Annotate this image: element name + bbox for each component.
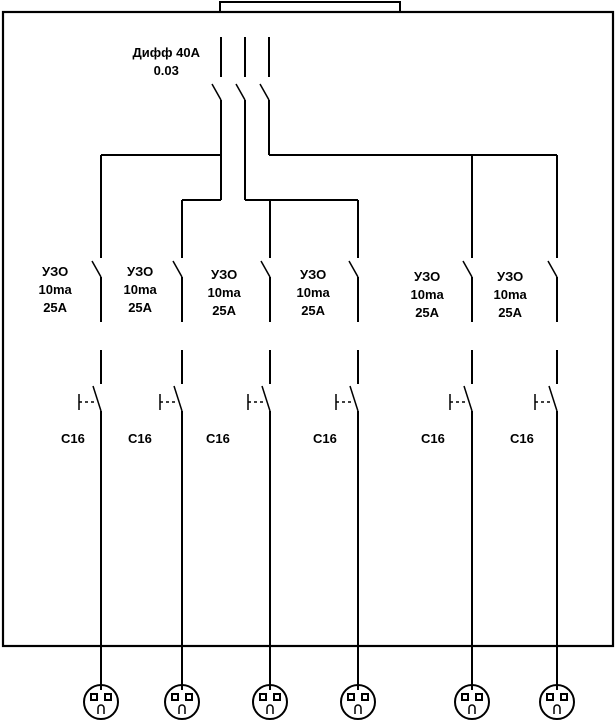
socket-ground-pin (97, 704, 105, 714)
rcd-current: 10ma (38, 282, 72, 297)
rcd-name: УЗО (127, 264, 154, 279)
socket-outlet-icon (252, 684, 288, 720)
rcd-current: 10ma (493, 287, 527, 302)
rcd-name: УЗО (211, 267, 238, 282)
rcd-current: 10ma (207, 285, 241, 300)
rcd-rating: 25A (212, 303, 237, 318)
socket-outlet-icon (164, 684, 200, 720)
breaker-label: C16 (510, 430, 534, 448)
breaker-switch-blade (173, 385, 183, 412)
socket-ground-pin (354, 704, 362, 714)
breaker-rating: C16 (510, 431, 534, 446)
breaker-label: C16 (128, 430, 152, 448)
breaker-label: C16 (61, 430, 85, 448)
socket-pin-right (361, 693, 369, 701)
rcd-label: УЗО 10ma 25A (411, 268, 444, 322)
rcd-rating: 25A (301, 303, 326, 318)
socket-pin-left (171, 693, 179, 701)
breaker-switch-blade (261, 385, 271, 412)
socket-pin-right (273, 693, 281, 701)
rcd-current: 10ma (123, 282, 157, 297)
socket-outlet-icon (454, 684, 490, 720)
main-breaker-label-line2: 0.03 (153, 63, 179, 78)
rcd-rating: 25A (128, 300, 153, 315)
rcd-rating: 25A (415, 305, 440, 320)
main-diff-breaker (211, 37, 270, 101)
rcd-switch-blade (462, 260, 473, 278)
breaker-switch-blade (92, 385, 102, 412)
socket-pin-right (475, 693, 483, 701)
socket-pin-left (90, 693, 98, 701)
feed-wiring (100, 100, 558, 258)
breaker-switch-blade (349, 385, 359, 412)
breaker-label: C16 (421, 430, 445, 448)
socket-ground-pin (468, 704, 476, 714)
breaker-rating: C16 (61, 431, 85, 446)
breaker-label: C16 (313, 430, 337, 448)
breaker-rating: C16 (128, 431, 152, 446)
main-breaker-label-line1: Дифф 40А (132, 45, 200, 60)
rcd-name: УЗО (300, 267, 327, 282)
breaker-label: C16 (206, 430, 230, 448)
rcd-label: УЗО 10ma 25A (208, 266, 241, 320)
rcd-label: УЗО 10ma 25A (124, 263, 157, 317)
socket-pin-left (259, 693, 267, 701)
rcd-switch-blade (348, 260, 359, 278)
rcd-name: УЗО (42, 264, 69, 279)
socket-pin-left (461, 693, 469, 701)
rcd-label: УЗО 10ma 25A (297, 266, 330, 320)
rcd-name: УЗО (414, 269, 441, 284)
socket-ground-pin (266, 704, 274, 714)
socket-pin-right (104, 693, 112, 701)
rcd-rating: 25A (43, 300, 68, 315)
rcd-current: 10ma (296, 285, 330, 300)
rcd-name: УЗО (497, 269, 524, 284)
rcd-label: УЗО 10ma 25A (39, 263, 72, 317)
rcd-switch-blade (260, 260, 271, 278)
socket-outlet-icon (83, 684, 119, 720)
socket-ground-pin (178, 704, 186, 714)
branch-circuits (78, 260, 575, 720)
breaker-rating: C16 (313, 431, 337, 446)
rcd-rating: 25A (498, 305, 523, 320)
breaker-switch-blade (463, 385, 473, 412)
rcd-current: 10ma (410, 287, 444, 302)
rcd-switch-blade (172, 260, 183, 278)
socket-pin-right (560, 693, 568, 701)
socket-ground-pin (553, 704, 561, 714)
rcd-switch-blade (547, 260, 558, 278)
breaker-rating: C16 (421, 431, 445, 446)
socket-pin-left (546, 693, 554, 701)
rcd-label: УЗО 10ma 25A (494, 268, 527, 322)
socket-pin-right (185, 693, 193, 701)
panel-top-tab (219, 1, 401, 13)
socket-pin-left (347, 693, 355, 701)
breaker-switch-blade (548, 385, 558, 412)
socket-outlet-icon (539, 684, 575, 720)
main-breaker-label: Дифф 40А 0.03 (133, 44, 200, 80)
panel-enclosure (1, 10, 615, 648)
rcd-switch-blade (91, 260, 102, 278)
breaker-rating: C16 (206, 431, 230, 446)
socket-outlet-icon (340, 684, 376, 720)
